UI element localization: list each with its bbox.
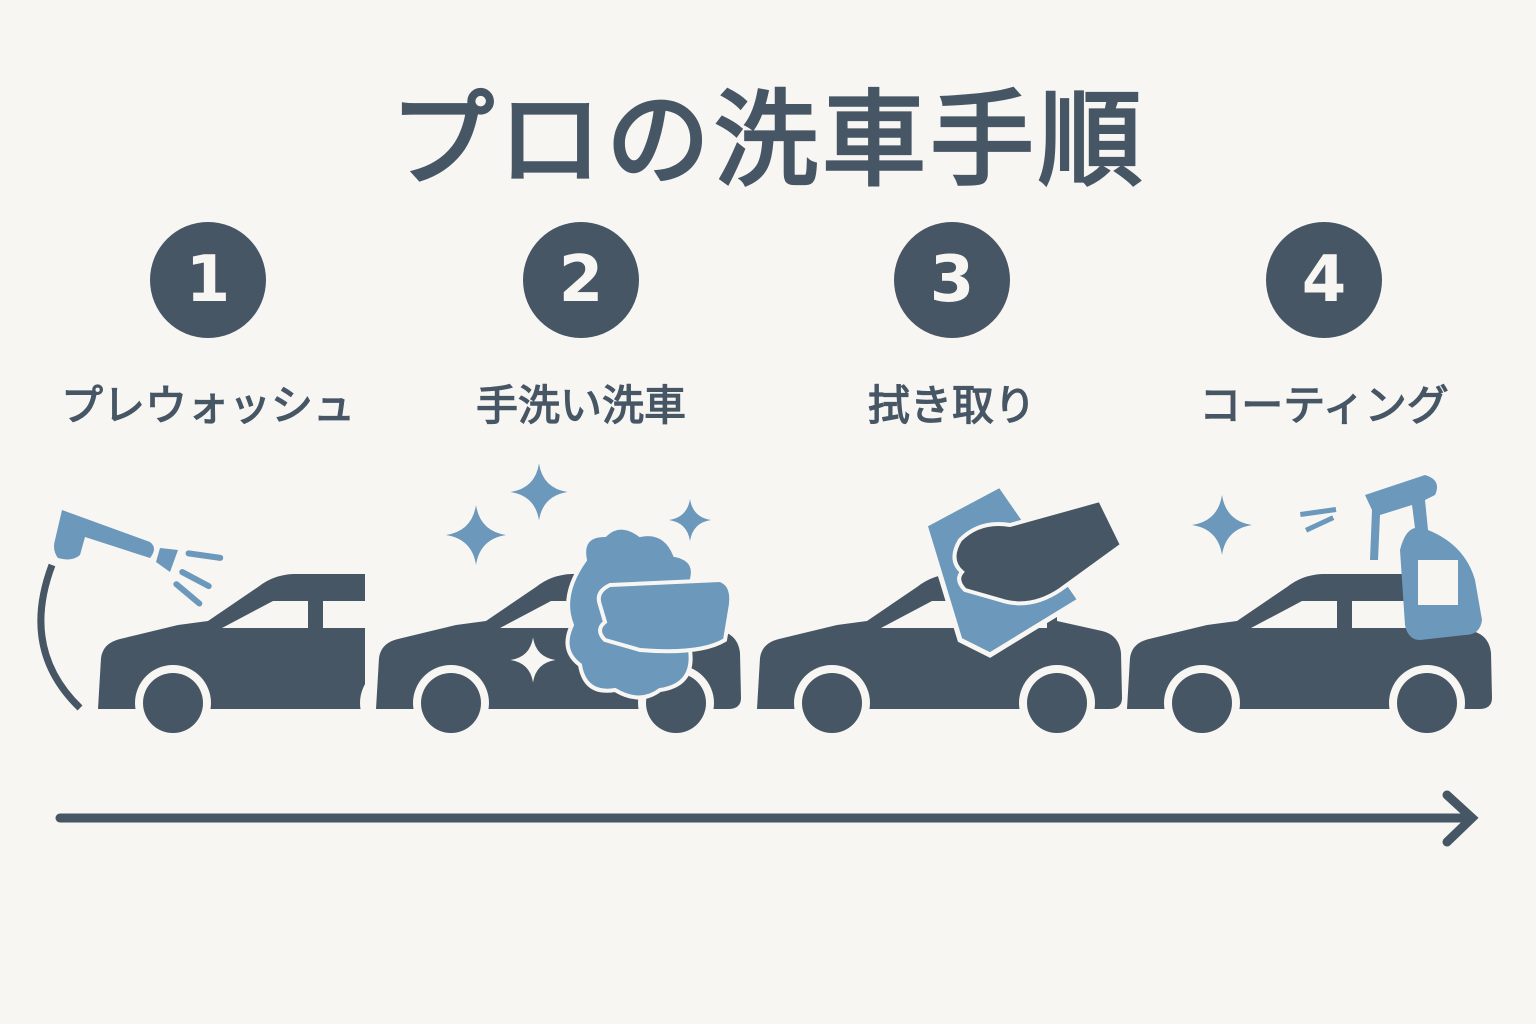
step-label: 手洗い洗車 [475, 381, 686, 430]
step-number-badge: 4 [1266, 222, 1382, 338]
towel-hand-icon [922, 481, 1125, 658]
page-title: プロの洗車手順 [389, 79, 1146, 201]
step-label: プレウォッシュ [60, 381, 355, 430]
sparkle-icon [1192, 495, 1252, 555]
step-3: 3 拭き取り [792, 222, 1112, 433]
hose-icon [37, 563, 83, 711]
step-label: コーティング [1199, 381, 1449, 430]
spray-nozzle-icon [54, 510, 224, 607]
step-number-badge: 3 [894, 222, 1010, 338]
sponge-glove-icon [565, 525, 734, 700]
step-number-badge: 2 [523, 222, 639, 338]
timeline-arrow-icon [55, 790, 1479, 847]
step-number-badge: 1 [150, 222, 266, 338]
step-1: 1 プレウォッシュ [48, 222, 368, 433]
step-4: 4 コーティング [1164, 222, 1484, 433]
step-label: 拭き取り [867, 381, 1036, 430]
spray-bottle-icon [1300, 475, 1482, 640]
step-2: 2 手洗い洗車 [421, 222, 741, 433]
